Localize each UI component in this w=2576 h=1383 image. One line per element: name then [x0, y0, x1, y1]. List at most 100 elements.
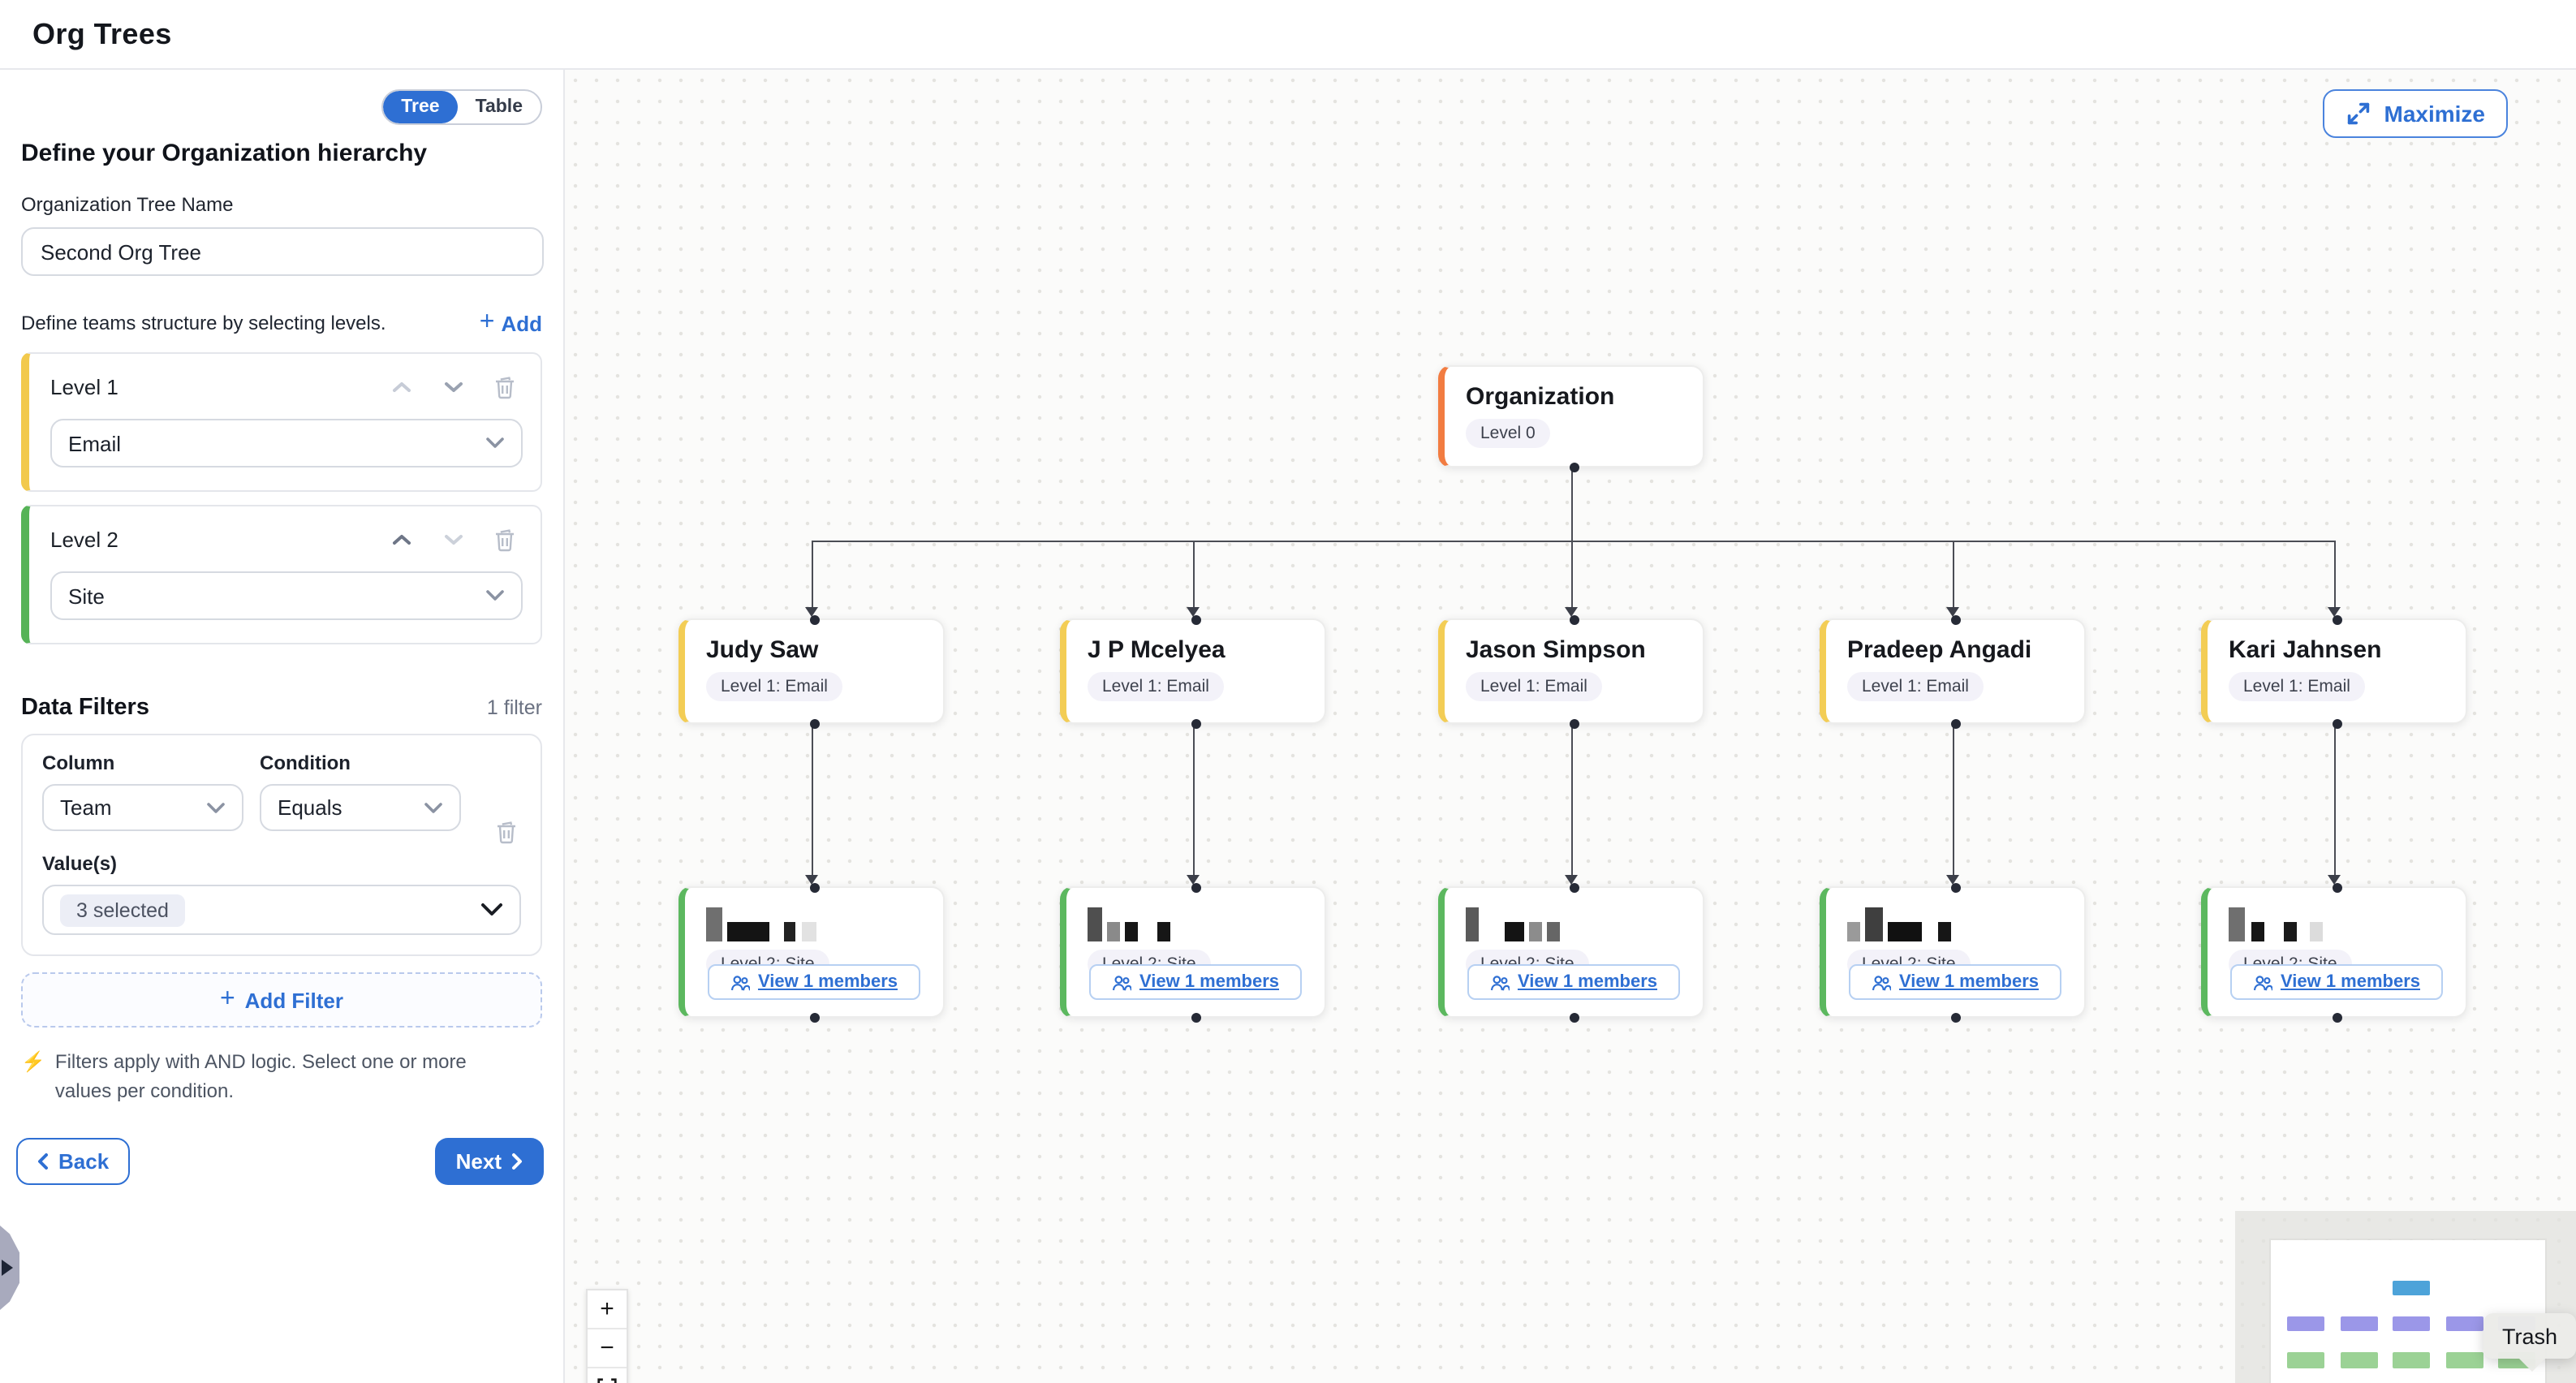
minimap-level2-node — [2341, 1352, 2378, 1368]
minimap-level1-node — [2287, 1316, 2324, 1331]
level-badge: Level 1: Email — [2229, 672, 2365, 701]
level-1-select[interactable]: Email — [50, 419, 523, 467]
chevron-down-icon — [481, 903, 502, 916]
org-node-level1[interactable]: Kari Jahnsen Level 1: Email — [2201, 614, 2467, 728]
minimap-root-node — [2393, 1281, 2430, 1295]
minimap-level1-node — [2446, 1316, 2483, 1331]
values-select[interactable]: 3 selected — [42, 885, 521, 935]
org-node-level1[interactable]: Pradeep Angadi Level 1: Email — [1820, 614, 2086, 728]
tree-name-input[interactable] — [21, 227, 544, 276]
hierarchy-sidebar: Tree Table Define your Organization hier… — [0, 70, 565, 1383]
next-button[interactable]: Next — [434, 1138, 544, 1185]
edge — [811, 541, 812, 609]
chevron-left-icon — [38, 1153, 48, 1170]
maximize-button[interactable]: Maximize — [2322, 89, 2508, 138]
edge-root — [1570, 467, 1572, 541]
zoom-in-button[interactable]: + — [588, 1290, 627, 1329]
users-icon — [1112, 975, 1131, 990]
view-members-button[interactable]: View 1 members — [2230, 964, 2443, 1000]
minimap-level2-node — [2446, 1352, 2483, 1368]
users-icon — [2253, 975, 2272, 990]
edge — [1570, 724, 1572, 877]
page-title: Org Trees — [32, 17, 172, 50]
trash-tooltip: Trash — [2483, 1313, 2576, 1372]
levels-hint: Define teams structure by selecting leve… — [21, 312, 386, 334]
move-down-icon[interactable] — [435, 372, 471, 401]
view-mode-toggle: Tree Table — [381, 89, 542, 125]
level-badge: Level 1: Email — [1466, 672, 1602, 701]
redacted-name — [1847, 907, 2084, 941]
delete-filter-icon[interactable] — [495, 820, 518, 844]
chevron-down-icon — [424, 802, 442, 812]
level-badge: Level 0 — [1466, 419, 1550, 448]
node-title: Jason Simpson — [1466, 636, 1646, 664]
selected-count-pill: 3 selected — [60, 894, 185, 926]
level-2-label: Level 2 — [50, 527, 118, 551]
delete-level-icon[interactable] — [487, 372, 523, 401]
org-node-level2[interactable]: Level 2: Site View 1 members — [2201, 882, 2467, 1022]
org-node-level2[interactable]: Level 2: Site View 1 members — [1820, 882, 2086, 1022]
toggle-tree[interactable]: Tree — [383, 91, 458, 123]
column-label: Column — [42, 752, 115, 774]
org-node-level2[interactable]: Level 2: Site View 1 members — [1438, 882, 1704, 1022]
node-title: Judy Saw — [706, 636, 819, 664]
redacted-name — [1088, 907, 1325, 941]
move-up-icon[interactable] — [383, 372, 419, 401]
org-node-level1[interactable]: J P Mcelyea Level 1: Email — [1060, 614, 1326, 728]
redacted-name — [2229, 907, 2466, 941]
org-node-level2[interactable]: Level 2: Site View 1 members — [678, 882, 945, 1022]
users-icon — [1490, 975, 1510, 990]
move-down-icon[interactable] — [435, 524, 471, 554]
chevron-right-icon — [512, 1153, 522, 1170]
level-1-label: Level 1 — [50, 374, 118, 399]
zoom-out-button[interactable]: − — [588, 1329, 627, 1368]
delete-level-icon[interactable] — [487, 524, 523, 554]
users-icon — [1872, 975, 1891, 990]
edge — [811, 724, 812, 877]
toggle-table[interactable]: Table — [475, 97, 523, 117]
condition-label: Condition — [260, 752, 351, 774]
org-node-level2[interactable]: Level 2: Site View 1 members — [1060, 882, 1326, 1022]
filter-count: 1 filter — [486, 696, 542, 719]
minimap-level1-node — [2341, 1316, 2378, 1331]
org-node-level1[interactable]: Judy Saw Level 1: Email — [678, 614, 945, 728]
back-button[interactable]: Back — [16, 1138, 131, 1185]
chevron-down-icon — [486, 590, 504, 601]
level-card-2: Level 2 Site — [21, 505, 542, 644]
minimap-level1-node — [2393, 1316, 2430, 1331]
org-tree-canvas[interactable]: Maximize — [565, 70, 2576, 1383]
add-filter-button[interactable]: + Add Filter — [21, 972, 542, 1028]
org-node-root[interactable]: Organization Level 0 — [1438, 365, 1704, 472]
users-icon — [730, 975, 750, 990]
move-up-icon[interactable] — [383, 524, 419, 554]
column-select[interactable]: Team — [42, 784, 243, 831]
filter-card: Column Team Condition Equals — [21, 734, 542, 956]
canvas-zoom-controls: + − — [586, 1289, 628, 1383]
redacted-name — [1466, 907, 1703, 941]
add-level-button[interactable]: + Add — [479, 308, 542, 336]
edge — [2333, 724, 2335, 877]
minimap-level2-node — [2393, 1352, 2430, 1368]
fit-view-button[interactable] — [588, 1368, 627, 1383]
edge — [1952, 541, 1954, 609]
sidebar-heading: Define your Organization hierarchy — [21, 140, 428, 167]
edge — [1952, 724, 1954, 877]
view-members-button[interactable]: View 1 members — [1849, 964, 2061, 1000]
org-node-level1[interactable]: Jason Simpson Level 1: Email — [1438, 614, 1704, 728]
tree-name-label: Organization Tree Name — [21, 193, 234, 216]
redacted-name — [706, 907, 943, 941]
lightning-icon: ⚡ — [21, 1050, 45, 1073]
plus-icon: + — [479, 308, 495, 336]
level-2-select[interactable]: Site — [50, 571, 523, 620]
edge — [1192, 541, 1194, 609]
minimap-level2-node — [2287, 1352, 2324, 1368]
view-members-button[interactable]: View 1 members — [1089, 964, 1302, 1000]
node-title: Organization — [1466, 383, 1615, 411]
view-members-button[interactable]: View 1 members — [708, 964, 920, 1000]
plus-icon: + — [219, 985, 235, 1013]
condition-select[interactable]: Equals — [260, 784, 461, 831]
level-badge: Level 1: Email — [1847, 672, 1984, 701]
view-members-button[interactable]: View 1 members — [1467, 964, 1680, 1000]
edge — [1192, 724, 1194, 877]
